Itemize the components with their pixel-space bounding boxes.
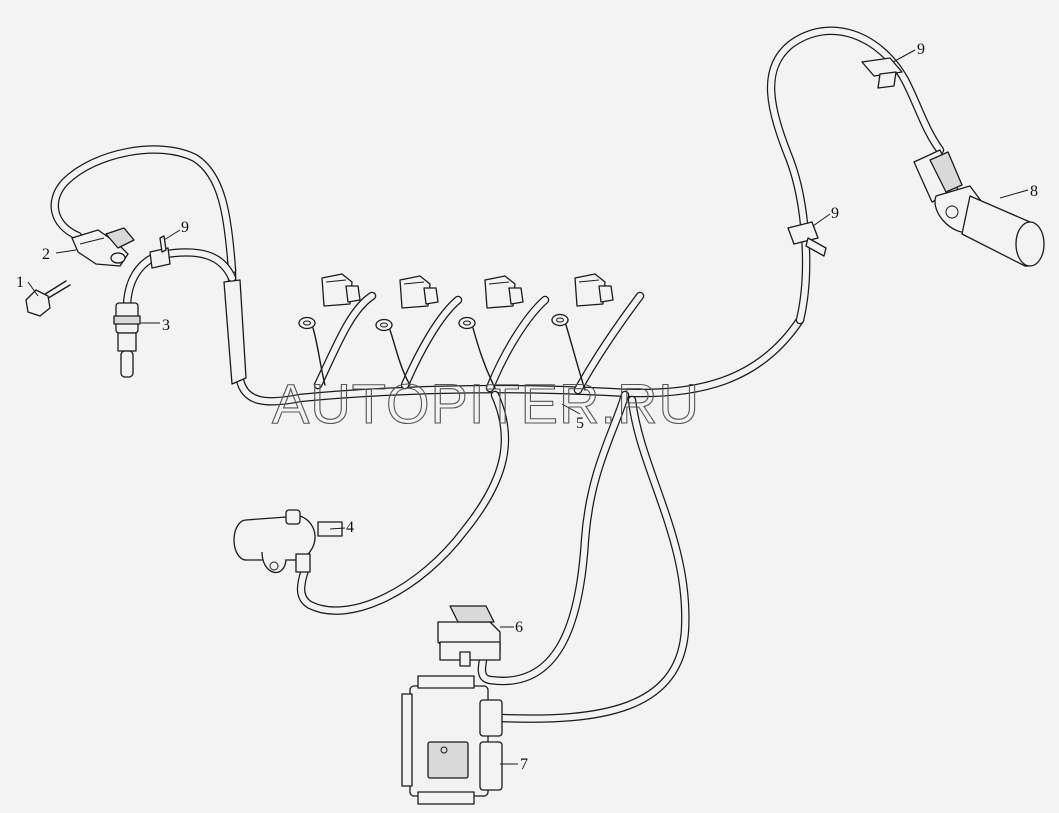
coil-connector xyxy=(321,273,361,307)
ring-terminal xyxy=(458,316,496,389)
part-8-crankshaft-sensor xyxy=(913,149,1045,267)
part-9-clips xyxy=(149,57,903,269)
callout-4: 4 xyxy=(346,519,354,536)
callout-7: 7 xyxy=(520,756,528,773)
ring-terminal xyxy=(375,318,411,386)
coil-connector xyxy=(399,275,439,309)
ring-terminal xyxy=(551,313,586,391)
coil-connector xyxy=(574,273,614,307)
coil-connector xyxy=(484,275,524,309)
part-4-valve xyxy=(233,509,343,574)
part-1-bolt xyxy=(25,280,71,317)
watermark-text: AUTOPITER.RU xyxy=(272,372,700,435)
callout-9-middle: 9 xyxy=(831,205,839,222)
callout-8: 8 xyxy=(1030,183,1038,200)
coil-connectors xyxy=(321,273,614,309)
callouts: 1 2 3 4 5 6 7 8 9 9 9 xyxy=(16,41,1038,773)
ring-terminal xyxy=(298,316,326,386)
harness-sleeve xyxy=(223,279,247,385)
callout-9-left: 9 xyxy=(181,219,189,236)
callout-6: 6 xyxy=(515,619,523,636)
callout-3: 3 xyxy=(162,317,170,334)
harness-wires xyxy=(50,26,945,723)
callout-9-top: 9 xyxy=(917,41,925,58)
callout-5: 5 xyxy=(576,415,584,432)
ring-terminals xyxy=(298,313,586,391)
leader-lines xyxy=(27,49,1029,765)
part-7-ecu xyxy=(401,675,503,805)
part-2-sensor xyxy=(71,227,135,267)
part-6-relay xyxy=(437,605,501,667)
part-3-temperature-sensor xyxy=(113,302,141,378)
callout-1: 1 xyxy=(16,274,24,291)
callout-2: 2 xyxy=(42,246,50,263)
